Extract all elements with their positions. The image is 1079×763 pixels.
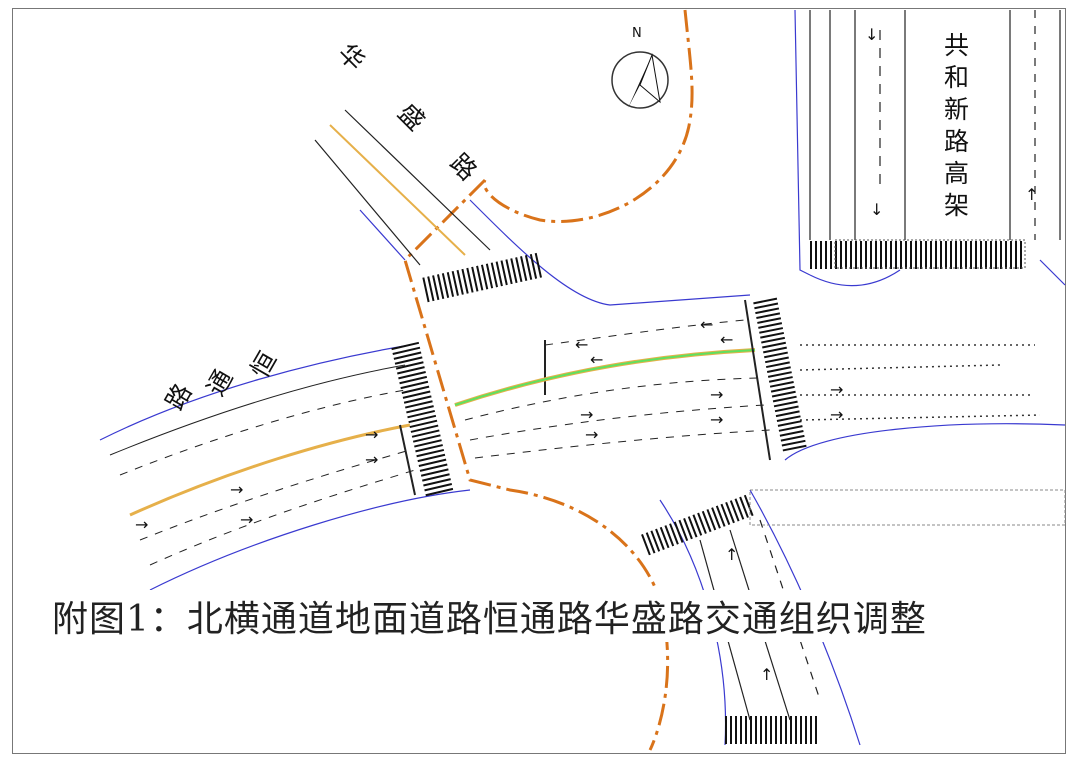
crosswalk-south <box>641 494 754 556</box>
svg-text:→: → <box>580 405 593 424</box>
svg-text:↑: ↑ <box>760 665 773 684</box>
figure-caption: 附图1：北横通道地面道路恒通路华盛路交通组织调整 <box>52 590 927 642</box>
crosswalk-west <box>391 341 454 499</box>
crosswalks <box>391 241 1025 744</box>
svg-text:→: → <box>830 405 843 424</box>
svg-text:→: → <box>365 450 378 469</box>
road-label-gonghexin-5: 高 <box>944 159 970 188</box>
svg-text:↑: ↑ <box>1025 185 1038 204</box>
svg-text:→: → <box>585 425 598 444</box>
svg-text:←: ← <box>700 315 713 334</box>
road-label-gonghexin-4: 路 <box>944 127 970 156</box>
svg-text:↓: ↓ <box>870 200 883 219</box>
svg-text:→: → <box>135 515 148 534</box>
svg-text:→: → <box>240 510 253 529</box>
huasheng-lanes <box>314 109 491 266</box>
gonghe-hatched <box>834 239 1026 269</box>
svg-text:→: → <box>710 410 723 429</box>
svg-text:↑: ↑ <box>725 545 738 564</box>
gonghexin-lanes <box>809 10 1061 240</box>
lane-arrows: →→→ →→← ←←← →→→ →→→ ↑↑↑ ↓↓ <box>135 25 1038 684</box>
road-label-gonghexin-1: 共 <box>944 31 970 60</box>
median-hatched <box>749 489 1066 526</box>
svg-text:←: ← <box>720 330 733 349</box>
svg-text:↓: ↓ <box>865 25 878 44</box>
planning-boundary <box>403 9 694 751</box>
svg-text:→: → <box>230 480 243 499</box>
drawing-frame <box>12 8 1066 754</box>
crosswalk-east <box>753 297 807 453</box>
crosswalk-north <box>422 252 543 303</box>
compass-icon <box>611 51 669 109</box>
svg-text:→: → <box>710 385 723 404</box>
road-label-gonghexin-6: 架 <box>944 191 970 220</box>
compass-north-label: N <box>632 26 642 41</box>
svg-text:→: → <box>830 380 843 399</box>
svg-text:←: ← <box>575 335 588 354</box>
central-lanes <box>454 299 771 461</box>
east-lanes <box>799 344 1041 421</box>
svg-text:←: ← <box>590 350 603 369</box>
road-label-gonghexin-3: 新 <box>944 95 970 124</box>
svg-text:→: → <box>365 425 378 444</box>
west-lanes <box>109 364 416 566</box>
road-label-gonghexin-2: 和 <box>944 63 970 92</box>
